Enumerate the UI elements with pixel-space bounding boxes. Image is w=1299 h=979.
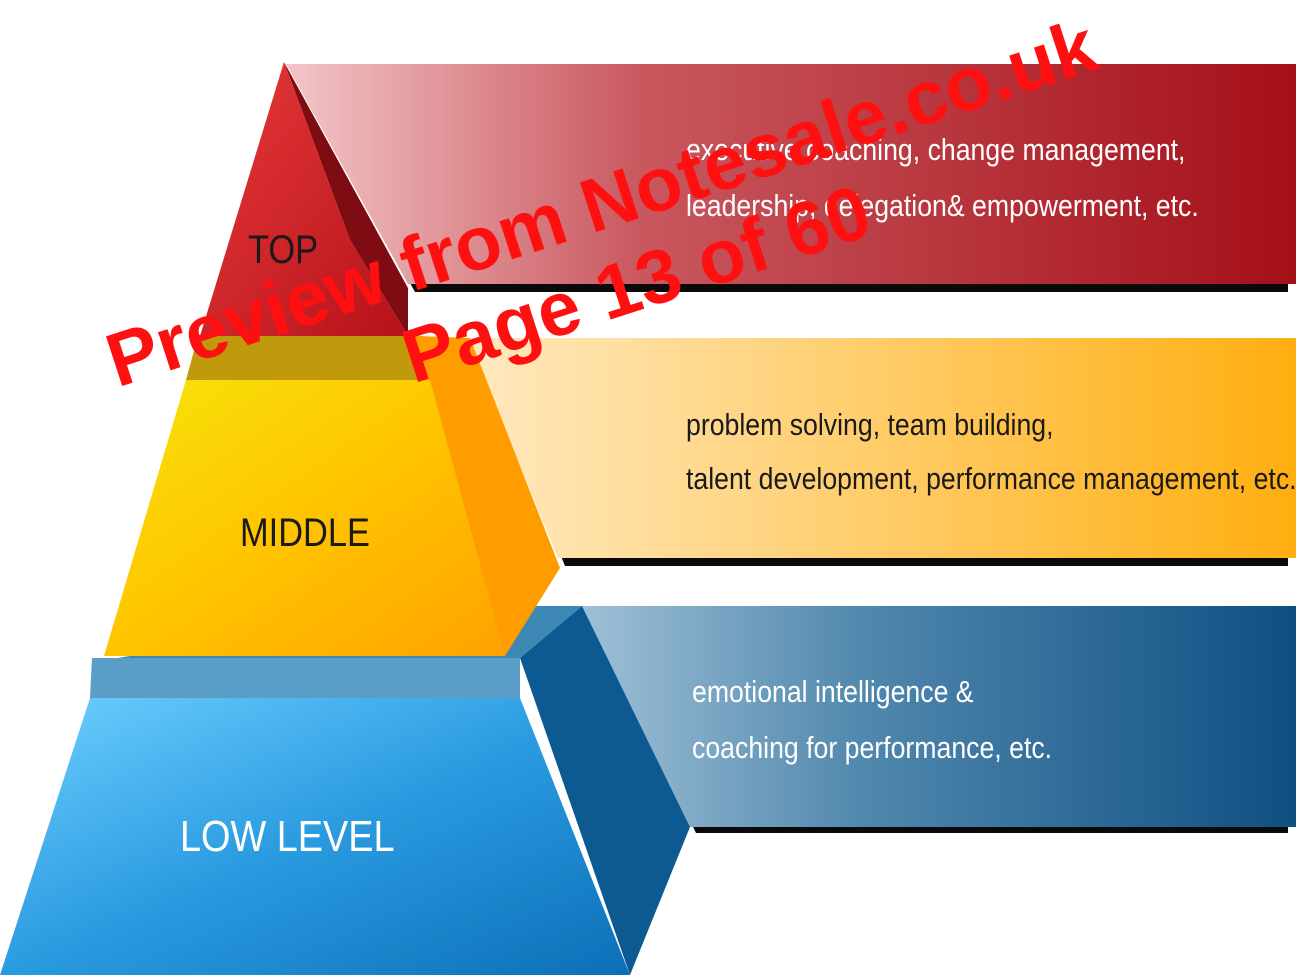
tier-label-low: LOW LEVEL [180, 812, 395, 861]
band-text-line: emotional intelligence & [692, 674, 974, 709]
band-text-line: coaching for performance, etc. [692, 730, 1053, 765]
tier-label-middle: MIDDLE [240, 511, 370, 555]
band-text-line: talent development, performance manageme… [686, 461, 1297, 496]
band-top [286, 64, 1296, 292]
band-text-line: leadership, delegation& empowerment, etc… [686, 188, 1199, 223]
tier-middle [104, 336, 560, 656]
band-low [582, 606, 1296, 833]
band-text-line: executive coaching, change management, [686, 132, 1186, 167]
tier-top [200, 62, 408, 336]
tier-label-top: TOP [248, 228, 319, 272]
tier-low [0, 606, 690, 975]
band-text-line: problem solving, team building, [686, 407, 1054, 442]
band-middle [468, 338, 1296, 566]
